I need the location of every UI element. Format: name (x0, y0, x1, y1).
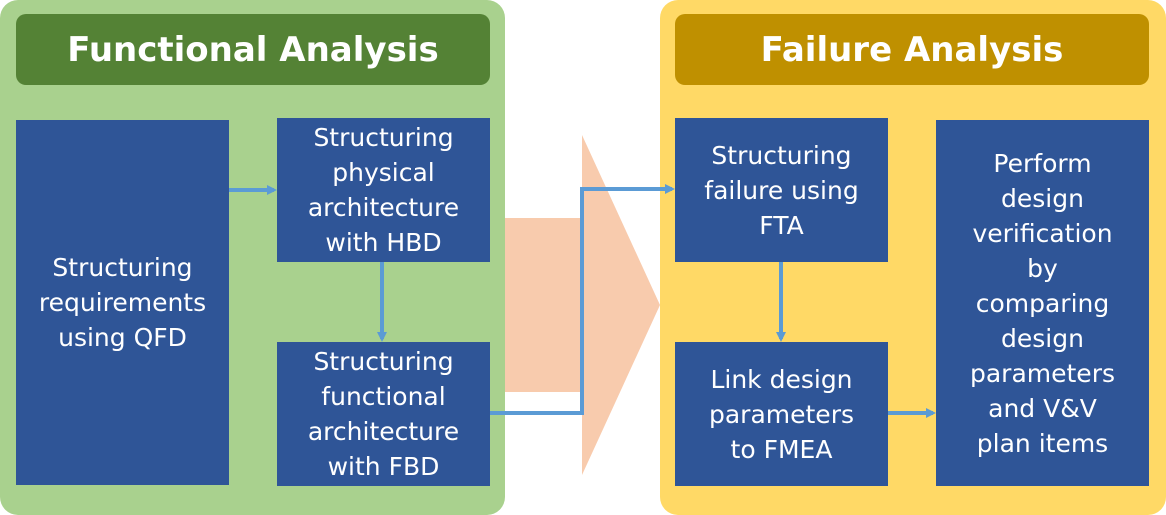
arrow-fbd-to-fta (490, 184, 675, 415)
qfd-box: Structuring requirements using QFD (16, 120, 229, 485)
failure-analysis-header: Failure Analysis (675, 14, 1149, 85)
fbd-box: Structuring functional architecture with… (277, 342, 490, 486)
design-verification-box: Perform design verification by comparing… (936, 120, 1149, 486)
hbd-box: Structuring physical architecture with H… (277, 118, 490, 262)
transition-arrow (505, 135, 660, 475)
fta-box: Structuring failure using FTA (675, 118, 888, 262)
fmea-box: Link design parameters to FMEA (675, 342, 888, 486)
functional-analysis-header: Functional Analysis (16, 14, 490, 85)
